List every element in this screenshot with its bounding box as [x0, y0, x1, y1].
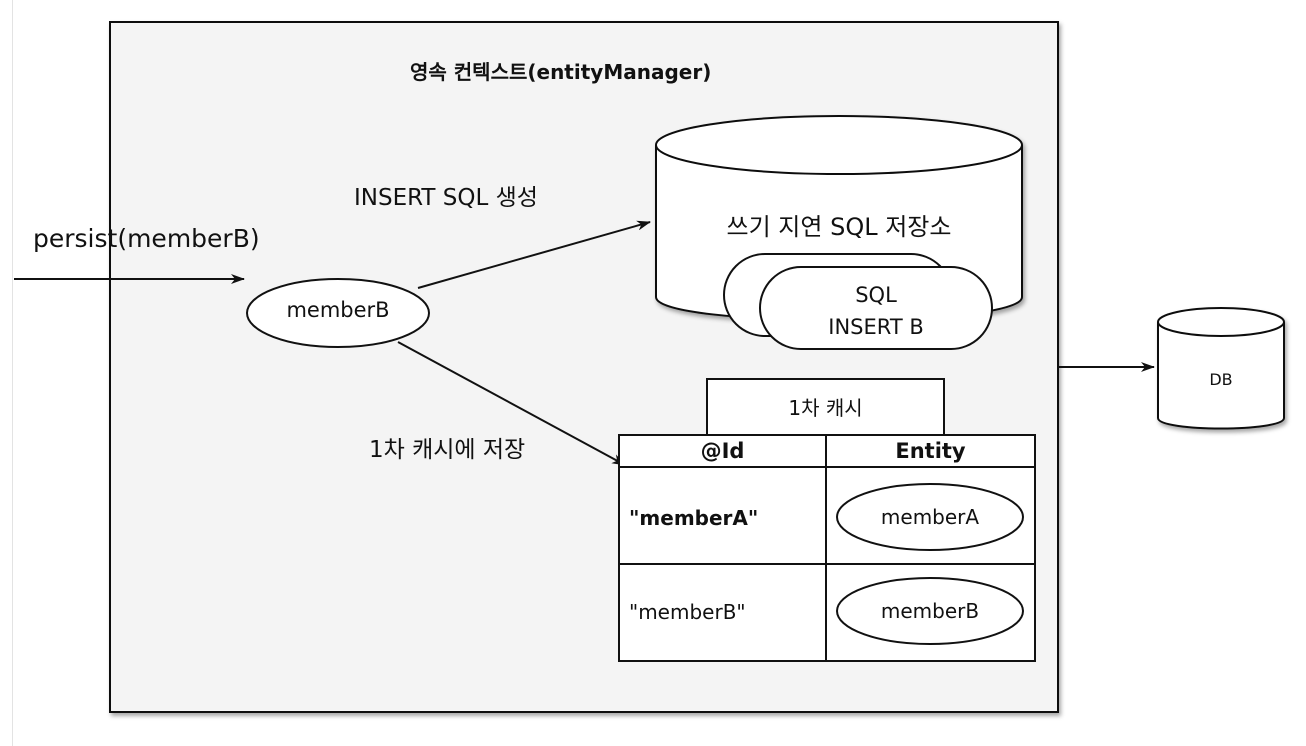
save-cache-arrow	[397, 341, 626, 466]
memberB-cache-ellipse	[836, 577, 1024, 645]
cache-row-2-entity: memberB	[880, 599, 980, 623]
cache-title-box	[706, 378, 945, 436]
insert-sql-arrow	[417, 220, 651, 289]
cache-header-id: @Id	[700, 439, 745, 463]
db-label: DB	[1209, 370, 1233, 389]
memberB-entity-label: memberB	[286, 298, 390, 322]
db-cylinder	[1157, 307, 1285, 430]
cache-row-1-entity: memberA	[880, 505, 980, 529]
persist-call-label: persist(memberB)	[33, 224, 260, 253]
cache-row-1-id: "memberA"	[629, 506, 759, 530]
insert-sql-label: INSERT SQL 생성	[354, 185, 538, 211]
persistence-context-title: 영속 컨텍스트(entityManager)	[410, 60, 712, 84]
cache-title-label: 1차 캐시	[788, 396, 863, 420]
cache-header-entity: Entity	[895, 439, 966, 463]
left-border	[0, 0, 13, 746]
memberB-entity-ellipse	[246, 278, 430, 348]
memberA-cache-ellipse	[836, 483, 1024, 551]
sql-pill-line1: SQL	[855, 283, 897, 307]
sql-pill-line2: INSERT B	[828, 315, 924, 339]
save-cache-label: 1차 캐시에 저장	[369, 437, 526, 463]
write-store-label: 쓰기 지연 SQL 저장소	[726, 213, 952, 241]
sql-pill-front	[759, 266, 993, 350]
cache-row-2-id: "memberB"	[629, 600, 746, 624]
